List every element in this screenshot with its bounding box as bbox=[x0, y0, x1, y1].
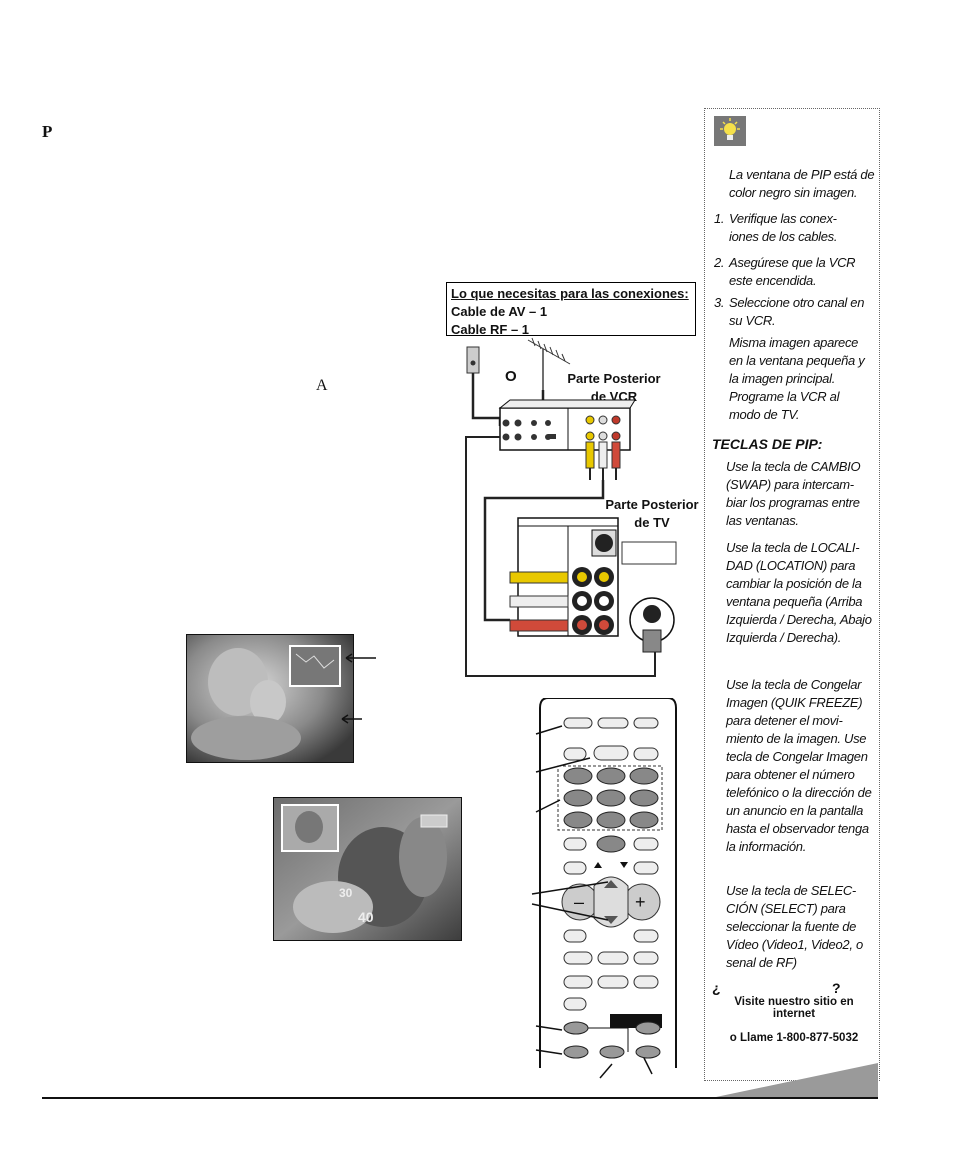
svg-text:30: 30 bbox=[339, 886, 353, 900]
remote-callout-arrows bbox=[531, 725, 653, 1079]
antenna-icon bbox=[527, 337, 571, 390]
tip-swap: Use la tecla de CAMBIO (SWAP) para inter… bbox=[726, 459, 861, 528]
wall-jack-icon bbox=[466, 346, 480, 374]
page-bottom-rule bbox=[42, 1097, 878, 1099]
pip-football-image: 40 30 bbox=[273, 797, 462, 941]
tips-sidebar bbox=[704, 108, 880, 1081]
svg-text:+: + bbox=[635, 892, 646, 912]
svg-text:–: – bbox=[574, 892, 584, 912]
or-label: O bbox=[505, 368, 517, 385]
pip-keys-heading: TECLAS DE PIP: bbox=[712, 436, 823, 452]
callout-arrows bbox=[341, 653, 376, 724]
svg-text:40: 40 bbox=[358, 909, 374, 925]
tip-problem: La ventana de PIP está de color negro si… bbox=[729, 167, 875, 200]
tip-step: 1.Verifique las conex- iones de los cabl… bbox=[714, 211, 838, 244]
connection-item: Cable de AV – 1 bbox=[451, 304, 548, 319]
tip-step: 2.Asegúrese que la VCR este encendida. bbox=[714, 255, 856, 288]
page-corner-tab bbox=[716, 1063, 878, 1097]
vcr-back-panel bbox=[498, 399, 636, 451]
connection-diagram bbox=[465, 337, 677, 677]
connections-needed-box: Lo que necesitas para las conexiones: Ca… bbox=[446, 282, 696, 337]
text-initial-a: A bbox=[316, 377, 328, 394]
pip-screen-image bbox=[186, 634, 354, 763]
tip-step: 3.Seleccione otro canal en su VCR. bbox=[714, 295, 865, 328]
tip-location: Use la tecla de LOCALI- DAD (LOCATION) p… bbox=[726, 540, 872, 645]
heading-initial: P bbox=[42, 122, 53, 141]
tv-back-label: Parte Posterior de TV bbox=[605, 497, 699, 530]
remote-control: – + bbox=[539, 698, 677, 1068]
lightbulb-icon bbox=[714, 116, 746, 146]
tip-freeze: Use la tecla de Congelar Imagen (QUIK FR… bbox=[726, 677, 872, 854]
tip-note: Misma imagen aparece en la ventana peque… bbox=[729, 335, 865, 422]
tip-select: Use la tecla de SELEC- CIÓN (SELECT) par… bbox=[726, 883, 863, 970]
connection-item: Cable RF – 1 bbox=[451, 322, 530, 337]
pip-window bbox=[289, 645, 341, 687]
website-text: Visite nuestro sitio en internet bbox=[734, 996, 854, 1020]
connections-title: Lo que necesitas para las conexiones: bbox=[451, 286, 689, 301]
help-question: ¿? bbox=[712, 980, 841, 996]
phone-text: o Llame 1-800-877-5032 bbox=[729, 1032, 859, 1044]
